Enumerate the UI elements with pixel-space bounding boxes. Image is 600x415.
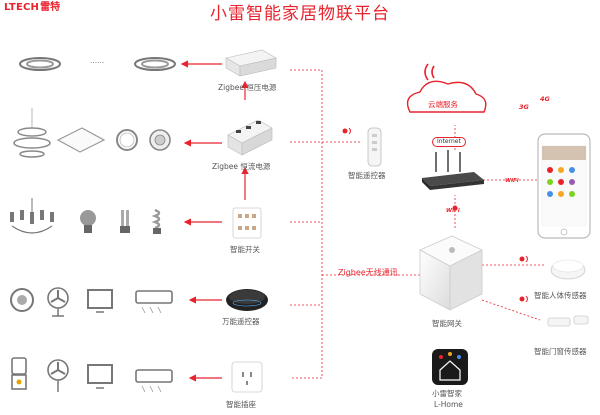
door-sensor-label: 智能门窗传感器 bbox=[534, 347, 587, 356]
downlight-icon bbox=[149, 129, 171, 151]
universal-remote-icon bbox=[226, 289, 268, 311]
body-sensor-label: 智能人体传感器 bbox=[534, 291, 587, 300]
spiral-bulb-icon bbox=[151, 208, 161, 234]
cc-power-supply-icon bbox=[227, 119, 273, 156]
air-conditioner-icon bbox=[135, 290, 173, 314]
router-icon bbox=[422, 150, 484, 190]
remote-label: 智能遥控器 bbox=[348, 171, 386, 180]
zigbee-waves bbox=[348, 127, 528, 303]
door-sensor-icon bbox=[547, 315, 589, 327]
wifi-label-1: WiFi bbox=[505, 178, 519, 184]
led-strip-icon bbox=[19, 57, 176, 71]
switch-label: 智能开关 bbox=[230, 245, 260, 254]
gateway-label: 智能网关 bbox=[432, 319, 462, 328]
ring-chandelier-icon bbox=[13, 108, 51, 158]
signal-icon bbox=[424, 63, 435, 81]
smart-socket-icon bbox=[231, 361, 263, 393]
smartphone-icon bbox=[537, 133, 591, 239]
zigbee-label: Zigbee无线通讯 bbox=[338, 268, 398, 277]
tv-icon-2 bbox=[87, 364, 113, 389]
app-name-en: L-Home bbox=[434, 400, 463, 409]
internet-label: Internet bbox=[432, 137, 466, 147]
bulb-icon bbox=[80, 210, 96, 233]
cv-power-supply-icon bbox=[225, 49, 277, 77]
fan-icon bbox=[47, 287, 69, 317]
app-name-cn: 小雷智家 bbox=[432, 389, 462, 398]
3g-label: 3G bbox=[519, 103, 529, 111]
cloud-label: 云端服务 bbox=[428, 100, 458, 109]
more-dots: ...... bbox=[90, 56, 105, 65]
cc-power-label: Zigbee 恒流电源 bbox=[212, 162, 271, 171]
smart-remote-icon bbox=[367, 127, 382, 167]
zigbee-signal-icons bbox=[342, 128, 525, 302]
socket-label: 智能插座 bbox=[226, 400, 256, 409]
body-sensor-icon bbox=[550, 259, 586, 280]
chandelier-icon bbox=[10, 198, 54, 234]
smart-switch-icon bbox=[232, 207, 262, 239]
page-title: 小雷智能家居物联平台 bbox=[210, 4, 390, 24]
app-icon bbox=[432, 349, 468, 385]
water-dispenser-icon bbox=[11, 357, 27, 390]
universal-remote-label: 万能遥控器 bbox=[222, 317, 260, 326]
tv-icon bbox=[87, 289, 113, 313]
cloud-icon bbox=[406, 80, 487, 113]
4g-label: 4G bbox=[540, 95, 550, 103]
round-light-icon bbox=[116, 129, 138, 151]
tube-bulb-icon bbox=[120, 210, 130, 233]
robot-vacuum-icon bbox=[10, 288, 34, 312]
arrows bbox=[180, 60, 249, 382]
panel-light-icon bbox=[56, 127, 106, 153]
air-conditioner-icon-2 bbox=[135, 369, 173, 393]
dashed-links bbox=[290, 69, 545, 379]
gateway-icon bbox=[419, 235, 483, 311]
cv-power-label: Zigbee 恒压电源 bbox=[218, 83, 277, 92]
brand-logo: LTECH雷特 bbox=[4, 2, 61, 13]
standing-fan-icon bbox=[47, 359, 69, 392]
wifi-label-2: WiFi bbox=[446, 208, 460, 214]
